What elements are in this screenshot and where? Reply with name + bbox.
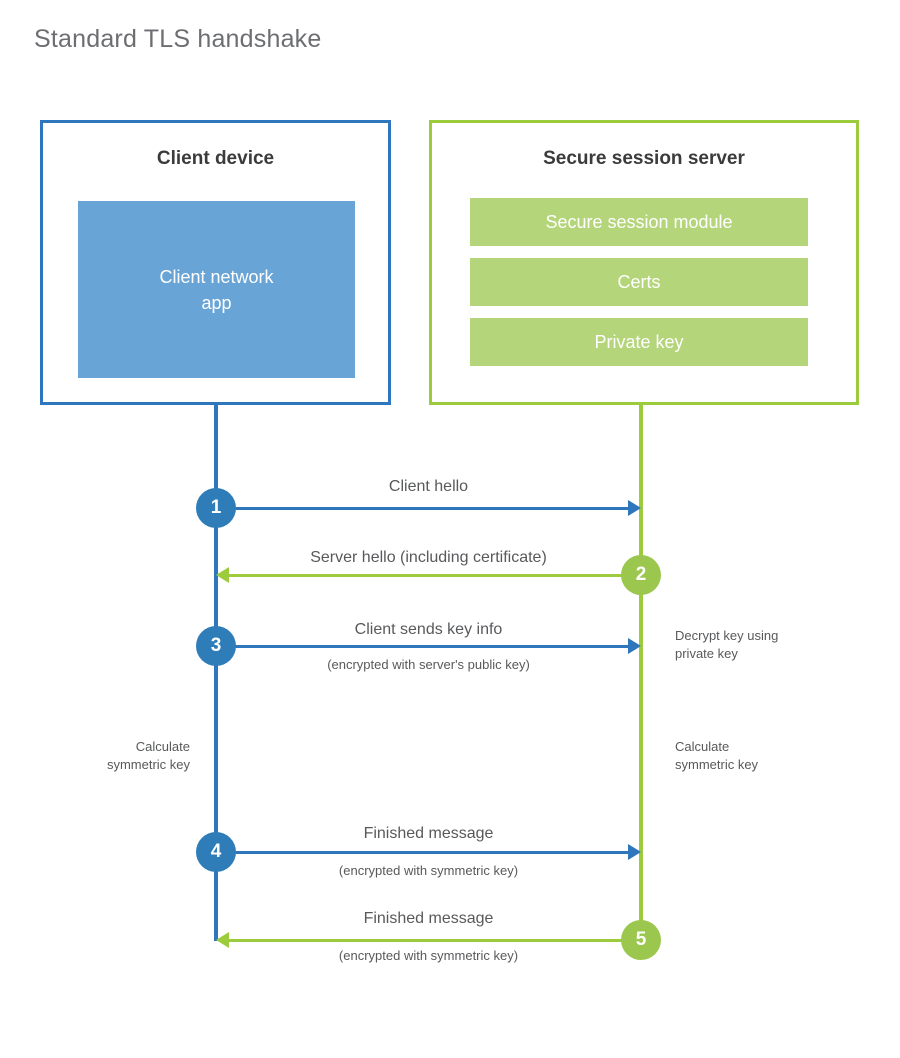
step-5-circle[interactable]: 5 [621,920,661,960]
server-component-secure-session-module: Secure session module [470,198,808,246]
step-4-arrow-line [216,851,628,854]
secure-session-server-box: Secure session server Secure session mod… [429,120,859,405]
client-lifeline [214,404,218,941]
step-3-arrow-head [628,638,641,654]
step-5-sublabel: (encrypted with symmetric key) [338,948,519,963]
server-component-certs: Certs [470,258,808,306]
step-4-label: Finished message [363,825,494,842]
step-2-label: Server hello (including certificate) [310,549,547,566]
step-1-arrow-line [216,507,628,510]
step-1-arrow-head [628,500,641,516]
note-client-calculate-symmetric-key: Calculate symmetric key [106,739,190,772]
client-device-title: Client device [156,148,275,169]
step-2-circle[interactable]: 2 [621,555,661,595]
note-server-calculate-symmetric-key: Calculate symmetric key [675,739,759,772]
step-4-sublabel: (encrypted with symmetric key) [338,863,519,878]
step-2-arrow-line [229,574,641,577]
note-decrypt-key: Decrypt key using private key [675,628,779,661]
step-3-sublabel: (encrypted with server's public key) [327,657,530,672]
step-2-arrow-head [216,567,229,583]
server-component-list: Secure session module Certs Private key [470,198,808,378]
server-lifeline [639,404,643,941]
step-3-arrow-line [216,645,628,648]
step-4-circle[interactable]: 4 [196,832,236,872]
step-1-label: Client hello [388,478,469,495]
step-3-label: Client sends key info [354,621,503,638]
step-4-arrow-head [628,844,641,860]
client-network-app-block: Client network app [78,201,355,378]
step-3-circle[interactable]: 3 [196,626,236,666]
server-component-private-key: Private key [470,318,808,366]
page-title: Standard TLS handshake [34,25,322,53]
step-1-circle[interactable]: 1 [196,488,236,528]
step-5-arrow-head [216,932,229,948]
client-device-box: Client device Client network app [40,120,391,405]
secure-session-server-title: Secure session server [543,148,745,169]
step-5-arrow-line [229,939,641,942]
step-5-label: Finished message [363,910,494,927]
